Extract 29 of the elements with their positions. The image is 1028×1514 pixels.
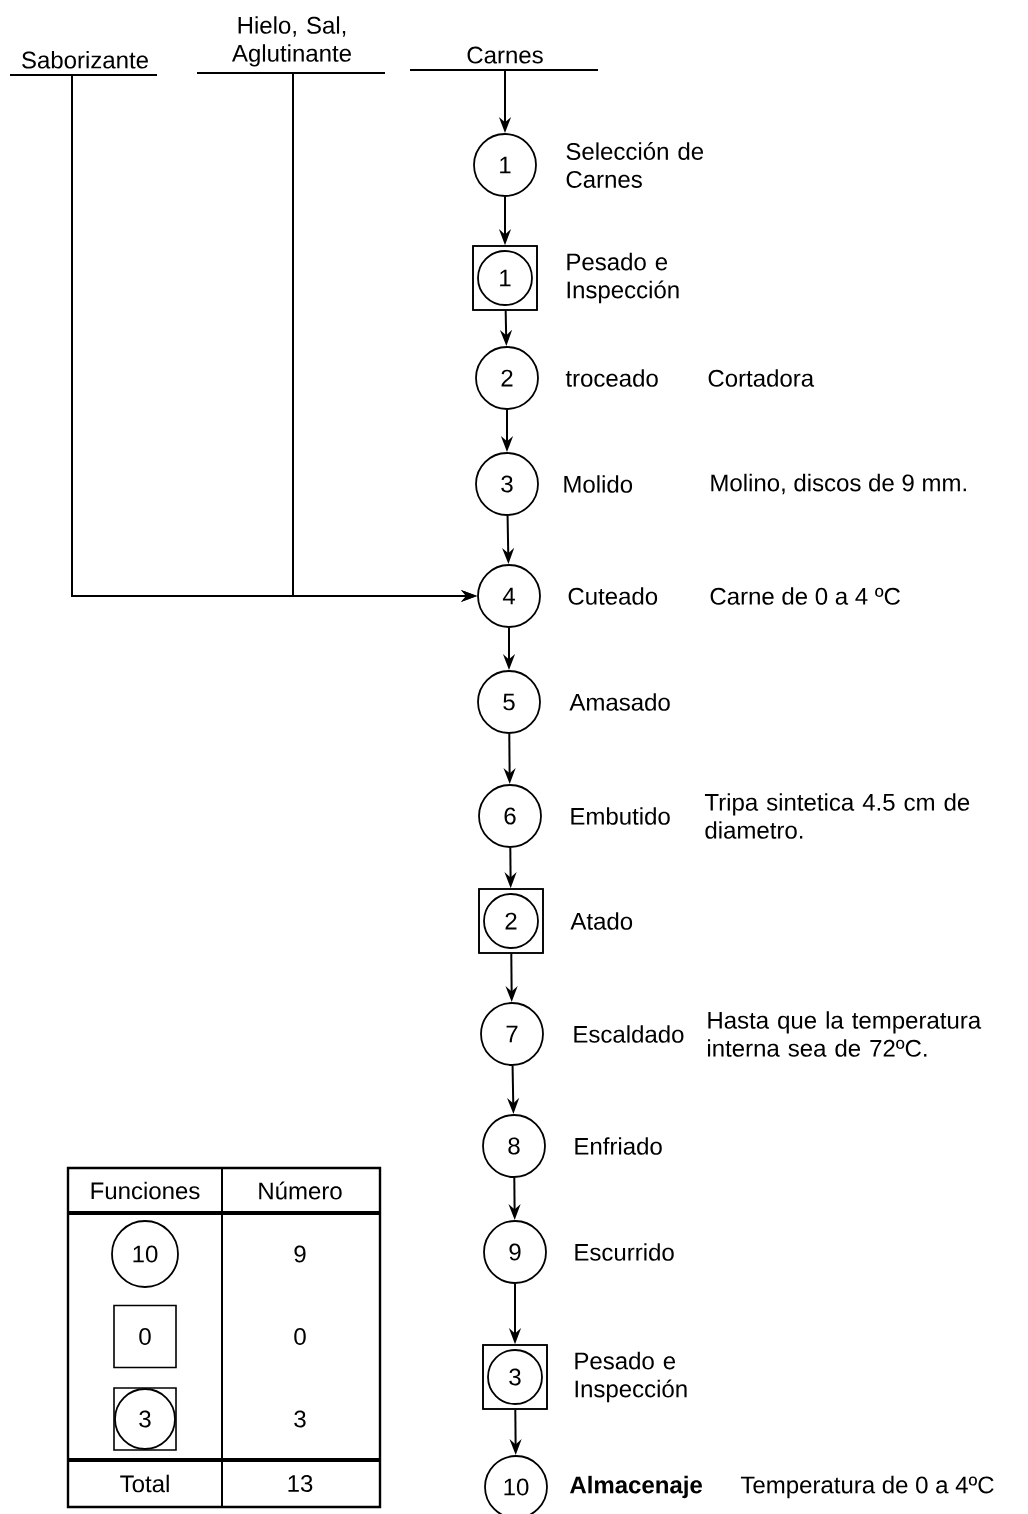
table-cell: 9 — [294, 1245, 306, 1263]
column-heading: Carnes — [409, 46, 599, 71]
step-name: Escurrido — [575, 1243, 674, 1261]
step-note: Temperatura de 0 a 4ºC — [740, 1475, 994, 1499]
column-heading: Hielo, Sal, Aglutinante — [196, 16, 386, 74]
step-name: Amasado — [569, 693, 670, 711]
step-name: Embutido — [571, 807, 670, 825]
step-name: Atado — [570, 912, 633, 930]
column-heading: Saborizante — [9, 51, 158, 76]
step-name: Cuteado — [568, 587, 658, 605]
step-note: Hasta que la temperatura interna sea de 72ºC. — [708, 1011, 982, 1057]
step-note: Tripa sintetica 4.5 cm de diametro. — [704, 793, 970, 839]
step-note: Cortadora — [708, 369, 815, 387]
table-cell: Funciones — [91, 1181, 200, 1200]
table-cell: 13 — [288, 1475, 313, 1492]
table-cell: Total — [120, 1474, 169, 1493]
step-name: Molido — [564, 475, 633, 493]
step-name: Pesado e Inspección — [567, 252, 679, 304]
step-name: Almacenaje — [570, 1475, 702, 1499]
table-cell: Número — [259, 1181, 342, 1200]
step-note: Molino, discos de 9 mm. — [711, 473, 966, 495]
step-name: Selección de Carnes — [566, 142, 704, 188]
step-name: Escaldado — [574, 1025, 684, 1043]
step-name: Pesado e Inspección — [575, 1351, 687, 1403]
step-name: Enfriado — [575, 1137, 662, 1155]
step-name: troceado — [565, 369, 658, 387]
table-cell: 0 — [294, 1328, 306, 1345]
step-note: Carne de 0 a 4 ºC — [710, 587, 900, 605]
table-cell: 3 — [294, 1410, 306, 1428]
